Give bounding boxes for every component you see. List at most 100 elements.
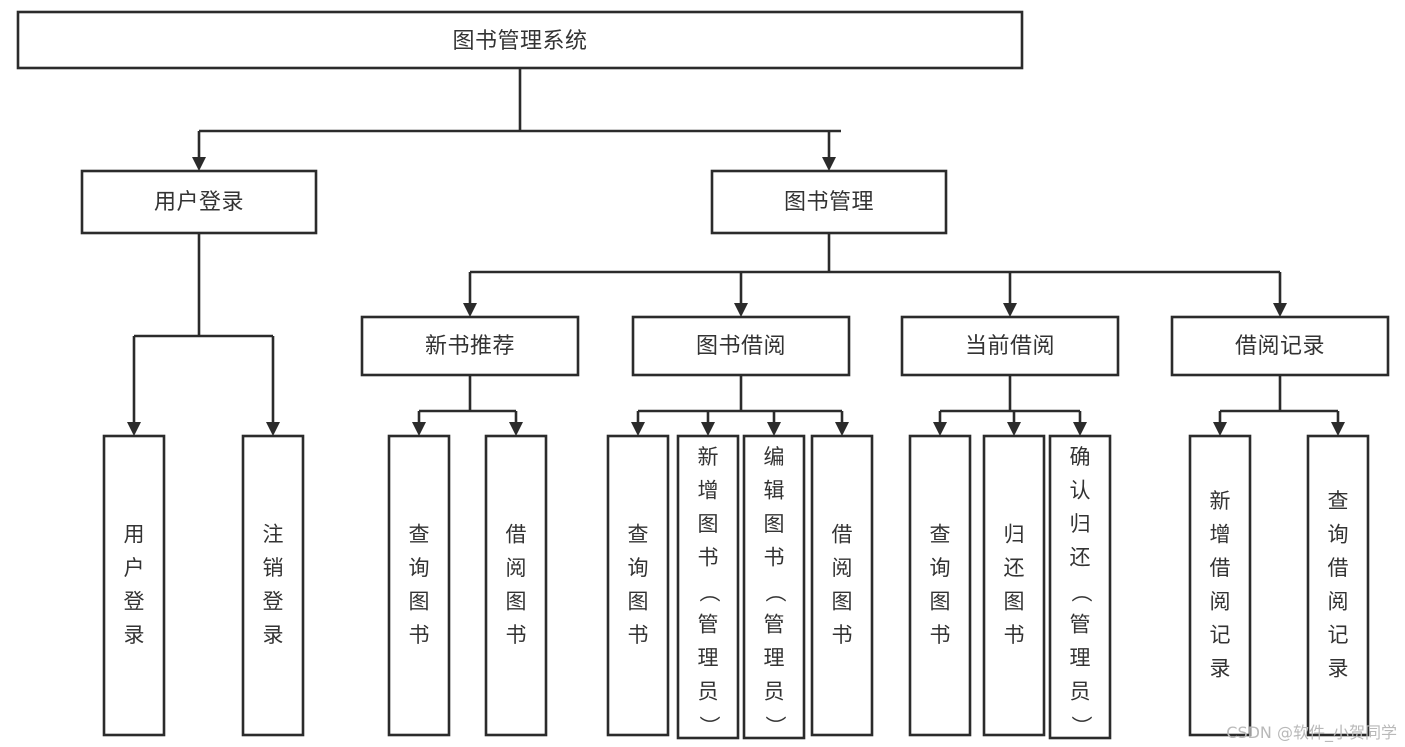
leaf-logout-login-box[interactable] bbox=[241, 434, 305, 737]
node-book-borrow-box[interactable] bbox=[631, 315, 851, 377]
node-user-login[interactable]: 用户登录 bbox=[80, 169, 318, 235]
leaf-logout-login-glyph: 录 bbox=[263, 623, 284, 647]
leaf-logout-login-glyph: 登 bbox=[263, 589, 284, 613]
leaf-add-borrow-record-box[interactable] bbox=[1188, 434, 1252, 737]
arrow-head-leaf-logout-login bbox=[266, 422, 280, 436]
leaf-add-book-admin-box[interactable] bbox=[676, 434, 740, 740]
leaf-query-book-1-glyph: 图 bbox=[409, 589, 430, 613]
node-book-management-box[interactable] bbox=[710, 169, 948, 235]
leaf-edit-book-admin-glyph: 辑 bbox=[764, 479, 785, 503]
leaf-edit-book-admin-glyph: 编 bbox=[764, 445, 785, 469]
leaf-query-book-2-glyph: 询 bbox=[628, 556, 649, 580]
leaf-query-book-2-glyph: 查 bbox=[628, 522, 649, 546]
leaf-edit-book-admin-box[interactable] bbox=[742, 434, 806, 740]
leaf-add-book-admin-glyph: 员 bbox=[698, 680, 719, 704]
leaf-node-layer bbox=[102, 434, 1370, 740]
leaf-query-book-3-box[interactable] bbox=[908, 434, 972, 737]
arrow-head-leaf-user-login bbox=[127, 422, 141, 436]
node-book-borrow[interactable]: 图书借阅 bbox=[631, 315, 851, 377]
node-new-book-recommend-box[interactable] bbox=[360, 315, 580, 377]
leaf-return-book-glyph: 书 bbox=[1004, 623, 1025, 647]
leaf-user-login-box[interactable] bbox=[102, 434, 166, 737]
connector-layer bbox=[127, 68, 1345, 436]
leaf-return-book-glyph: 图 bbox=[1004, 589, 1025, 613]
node-borrow-record[interactable]: 借阅记录 bbox=[1170, 315, 1390, 377]
node-book-borrow-label: 图书借阅 bbox=[696, 334, 786, 359]
leaf-edit-book-admin-glyph: 管 bbox=[764, 613, 785, 637]
arrow-head-current-borrow bbox=[1003, 303, 1017, 317]
node-borrow-record-box[interactable] bbox=[1170, 315, 1390, 377]
leaf-add-book-admin-glyph: ） bbox=[697, 716, 721, 737]
leaf-query-borrow-record-glyph: 记 bbox=[1328, 623, 1349, 647]
leaf-user-login-glyph: 用 bbox=[124, 522, 145, 546]
leaf-user-login-glyph: 户 bbox=[124, 556, 145, 580]
leaf-edit-book-admin-glyph: 书 bbox=[764, 546, 785, 570]
leaf-borrow-book-2-glyph: 阅 bbox=[832, 556, 853, 580]
leaf-query-book-1-box[interactable] bbox=[387, 434, 451, 737]
leaf-edit-book-admin-glyph: （ bbox=[763, 582, 787, 603]
leaf-query-book-1-glyph: 询 bbox=[409, 556, 430, 580]
leaf-return-book-glyph: 还 bbox=[1004, 556, 1025, 580]
leaf-query-book-1-glyph: 书 bbox=[409, 623, 430, 647]
leaf-add-book-admin-glyph: 图 bbox=[698, 512, 719, 536]
leaf-query-borrow-record-glyph: 录 bbox=[1328, 656, 1349, 680]
arrow-head-new-book-recommend bbox=[463, 303, 477, 317]
leaf-borrow-book-1-glyph: 书 bbox=[506, 623, 527, 647]
leaf-query-book-2-box[interactable] bbox=[606, 434, 670, 737]
node-root[interactable]: 图书管理系统 bbox=[16, 10, 1024, 70]
leaf-add-borrow-record-glyph: 借 bbox=[1210, 556, 1231, 580]
node-root-box[interactable] bbox=[16, 10, 1024, 70]
leaf-edit-book-admin-glyph: 理 bbox=[764, 646, 785, 670]
leaf-user-login-label: 用户登录 bbox=[124, 522, 145, 647]
leaf-add-borrow-record-glyph: 记 bbox=[1210, 623, 1231, 647]
node-current-borrow[interactable]: 当前借阅 bbox=[900, 315, 1120, 377]
leaf-logout-login-glyph: 销 bbox=[263, 556, 284, 580]
leaf-label-layer: 用户登录注销登录查询图书借阅图书查询图书新增图书（管理员）编辑图书（管理员）借阅… bbox=[124, 445, 1349, 737]
leaf-confirm-return-admin-glyph: 管 bbox=[1070, 613, 1091, 637]
node-borrow-record-label: 借阅记录 bbox=[1235, 334, 1325, 359]
leaf-query-borrow-record-glyph: 询 bbox=[1328, 522, 1349, 546]
arrow-head-leaf-confirm-return-admin bbox=[1073, 422, 1087, 436]
leaf-borrow-book-2-glyph: 借 bbox=[832, 522, 853, 546]
leaf-borrow-book-2-box[interactable] bbox=[810, 434, 874, 737]
leaf-confirm-return-admin-glyph: 员 bbox=[1070, 680, 1091, 704]
leaf-borrow-book-1-glyph: 图 bbox=[506, 589, 527, 613]
arrow-head-leaf-add-borrow-record bbox=[1213, 422, 1227, 436]
arrow-head-leaf-query-book-1 bbox=[412, 422, 426, 436]
leaf-confirm-return-admin-box[interactable] bbox=[1048, 434, 1112, 740]
leaf-query-book-2-glyph: 书 bbox=[628, 623, 649, 647]
leaf-query-borrow-record-glyph: 阅 bbox=[1328, 589, 1349, 613]
leaf-borrow-book-1-glyph: 阅 bbox=[506, 556, 527, 580]
leaf-query-borrow-record-glyph: 查 bbox=[1328, 489, 1349, 513]
node-current-borrow-box[interactable] bbox=[900, 315, 1120, 377]
node-new-book-recommend[interactable]: 新书推荐 bbox=[360, 315, 580, 377]
leaf-return-book-box[interactable] bbox=[982, 434, 1046, 737]
leaf-borrow-book-1-box[interactable] bbox=[484, 434, 548, 737]
leaf-edit-book-admin-glyph: 图 bbox=[764, 512, 785, 536]
leaf-user-login-glyph: 登 bbox=[124, 589, 145, 613]
leaf-edit-book-admin-glyph: ） bbox=[763, 716, 787, 737]
node-current-borrow-label: 当前借阅 bbox=[965, 334, 1055, 359]
leaf-add-book-admin-glyph: 理 bbox=[698, 646, 719, 670]
leaf-query-borrow-record-box[interactable] bbox=[1306, 434, 1370, 737]
leaf-add-borrow-record-glyph: 新 bbox=[1210, 489, 1231, 513]
leaf-confirm-return-admin-glyph: 理 bbox=[1070, 646, 1091, 670]
node-book-management[interactable]: 图书管理 bbox=[710, 169, 948, 235]
arrow-head-leaf-edit-book-admin bbox=[767, 422, 781, 436]
leaf-query-book-3-glyph: 询 bbox=[930, 556, 951, 580]
node-user-login-box[interactable] bbox=[80, 169, 318, 235]
arrow-head-leaf-query-book-2 bbox=[631, 422, 645, 436]
arrow-head-user-login bbox=[192, 157, 206, 171]
